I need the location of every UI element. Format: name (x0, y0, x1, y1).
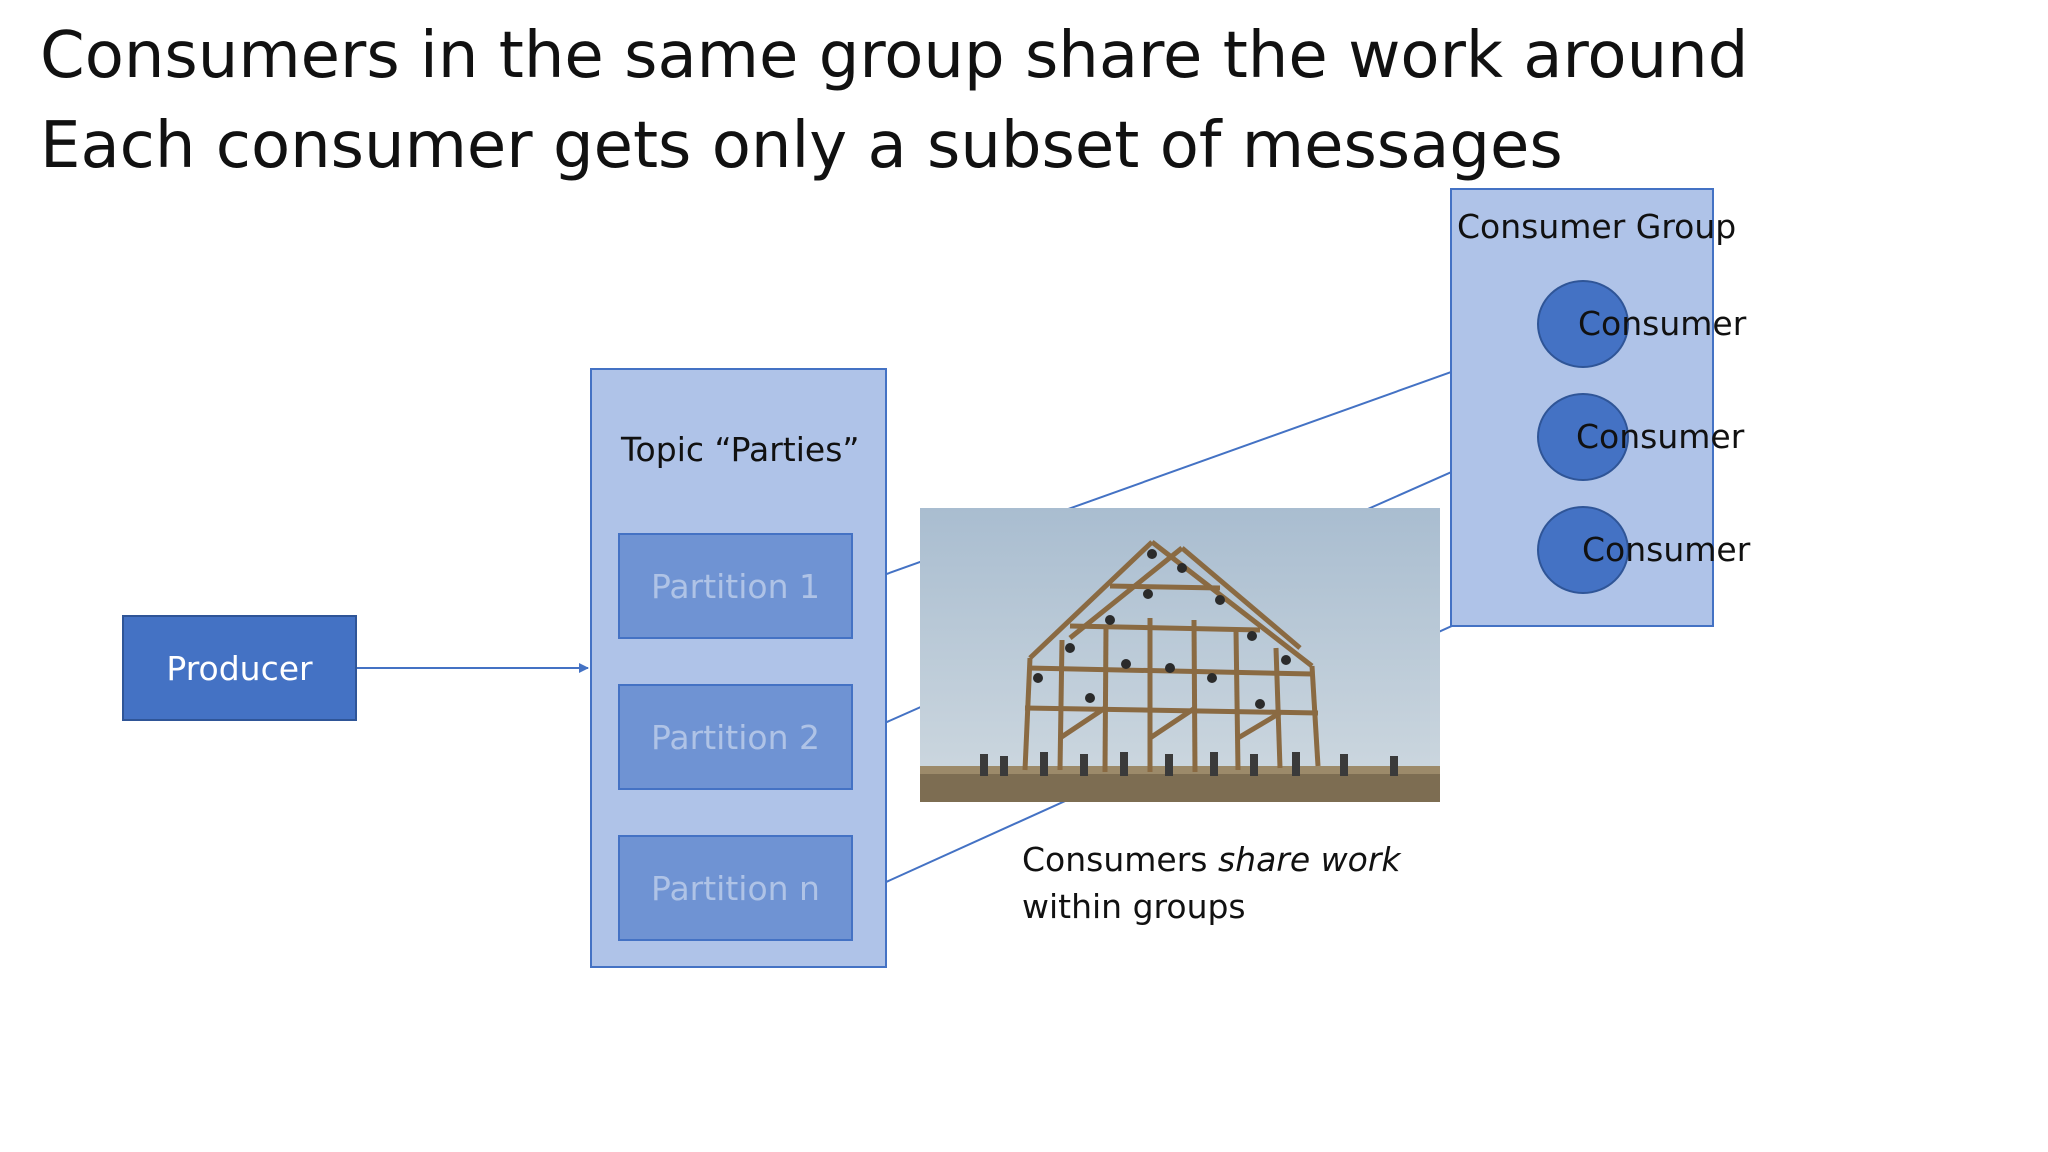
caption-line-2: within groups (1022, 887, 1246, 926)
partition-label: Partition n (651, 868, 820, 908)
consumer-1-label: Consumer (1578, 304, 1747, 343)
partition-label: Partition 2 (650, 717, 820, 757)
consumer-group-label: Consumer Group (1457, 207, 1737, 246)
caption-line-1: Consumers share work (1022, 836, 1401, 883)
barn-raising-photo (920, 508, 1440, 802)
producer-box: Producer (122, 615, 357, 721)
consumer-2-circle (1537, 393, 1629, 481)
caption-emphasis: share work (1217, 840, 1401, 879)
partition-2-box: Partition 2 (618, 684, 853, 790)
consumer-1-circle (1537, 280, 1629, 368)
photo-caption: Consumers share work within groups (1022, 836, 1401, 930)
slide-title-line-1: Consumers in the same group share the wo… (40, 19, 1749, 93)
partition-1-box: Partition 1 (618, 533, 853, 639)
slide-title-line-2: Each consumer gets only a subset of mess… (40, 109, 1563, 183)
partition-label: Partition 1 (650, 566, 820, 606)
topic-label: Topic “Parties” (621, 430, 860, 469)
producer-label: Producer (166, 648, 313, 688)
caption-prefix: Consumers (1022, 840, 1218, 879)
consumer-2-label: Consumer (1576, 417, 1745, 456)
consumer-3-label: Consumer (1582, 530, 1751, 569)
barn-raising-illustration (920, 508, 1440, 802)
consumer-3-circle (1537, 506, 1629, 594)
partition-n-box: Partition n (618, 835, 853, 941)
